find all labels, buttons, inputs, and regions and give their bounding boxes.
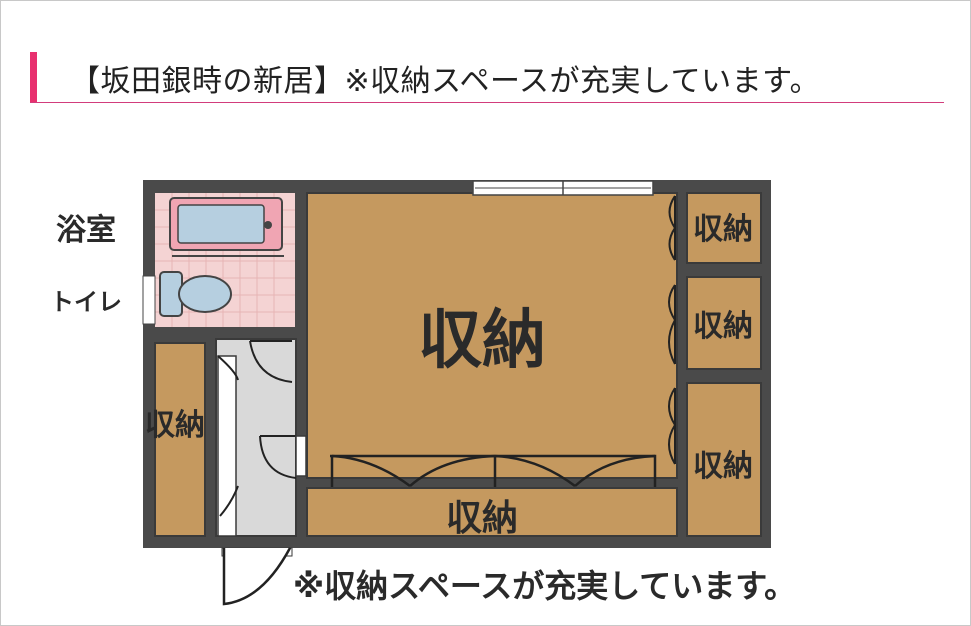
- right-mid-storage-label: 収納: [693, 309, 753, 344]
- bottom-storage: [306, 487, 678, 537]
- corridor-side-door: [295, 435, 307, 477]
- toilet-window: [142, 275, 156, 325]
- page-title: 【坂田銀時の新居】※収納スペースが充実しています。: [70, 64, 821, 99]
- title-bar: 【坂田銀時の新居】※収納スペースが充実しています。: [30, 52, 944, 103]
- corridor-door-swings: [217, 340, 297, 517]
- note-text: ※収納スペースが充実しています。: [293, 567, 796, 605]
- main-storage-room: [306, 192, 678, 479]
- bath-label: 浴室: [56, 213, 116, 248]
- corridor-door-panel: [217, 355, 237, 537]
- title-accent-bar: [30, 52, 37, 102]
- right-mid-storage: [686, 276, 762, 370]
- bathtub-drain: [264, 221, 272, 229]
- bottom-storage-label: 収納: [446, 498, 518, 539]
- right-bottom-storage: [686, 382, 762, 537]
- closet-doors-bottom: [330, 454, 657, 488]
- toilet-label: トイレ: [50, 288, 122, 316]
- right-bottom-storage-label: 収納: [693, 449, 753, 484]
- right-top-storage-label: 収納: [693, 212, 753, 247]
- main-storage-label: 収納: [418, 304, 546, 378]
- left-storage: [154, 342, 206, 537]
- toilet-bowl: [178, 275, 232, 313]
- right-top-storage: [686, 192, 762, 264]
- closet-doors-right: [668, 195, 676, 465]
- entrance-door: [222, 547, 292, 606]
- bathtub-water: [177, 204, 265, 244]
- left-storage-label: 収納: [145, 408, 205, 443]
